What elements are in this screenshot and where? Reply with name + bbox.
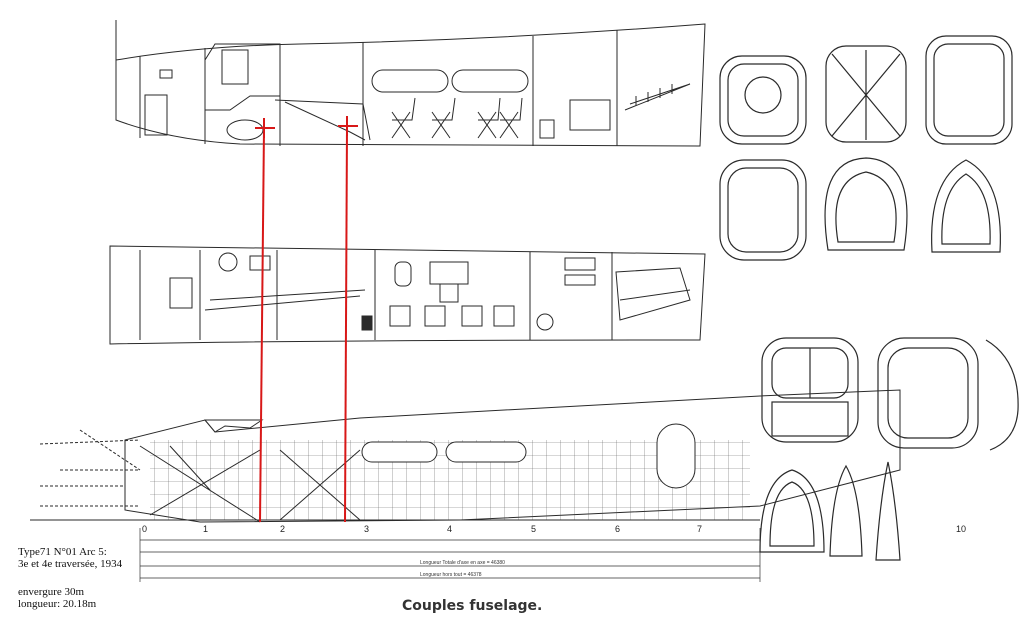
station-tick-2: 2	[280, 524, 285, 534]
side-view-interior	[115, 20, 706, 147]
frame-sections-upper	[719, 35, 1013, 261]
station-tick-1: 1	[203, 524, 208, 534]
note-type: Type71 N°01 Arc 5:	[18, 546, 107, 558]
note-crossings: 3e et 4e traversée, 1934	[18, 558, 123, 570]
note-wingspan: envergure 30m	[18, 586, 85, 598]
station-tick-5: 5	[531, 524, 536, 534]
station-tick-10: 10	[956, 524, 966, 534]
dimension-overall-length: Longueur hors tout = 46378	[420, 572, 482, 578]
station-tick-6: 6	[615, 524, 620, 534]
station-tick-3: 3	[364, 524, 369, 534]
frame-sections-lower	[759, 337, 1019, 561]
station-tick-4: 4	[447, 524, 452, 534]
caption: Couples fuselage.	[402, 598, 543, 614]
station-ticks: 0 1 2 3 4 5 6 7 10	[142, 524, 966, 534]
side-view-structure	[30, 389, 901, 523]
plan-view-interior	[109, 245, 706, 345]
note-length: longueur: 20.18m	[18, 598, 97, 610]
alignment-lines	[255, 116, 358, 523]
dimension-overall-axis: Longueur Totale d'axe en axe = 46380	[420, 560, 505, 566]
station-tick-0: 0	[142, 524, 147, 534]
dimension-lines	[139, 528, 761, 582]
station-tick-7: 7	[697, 524, 702, 534]
